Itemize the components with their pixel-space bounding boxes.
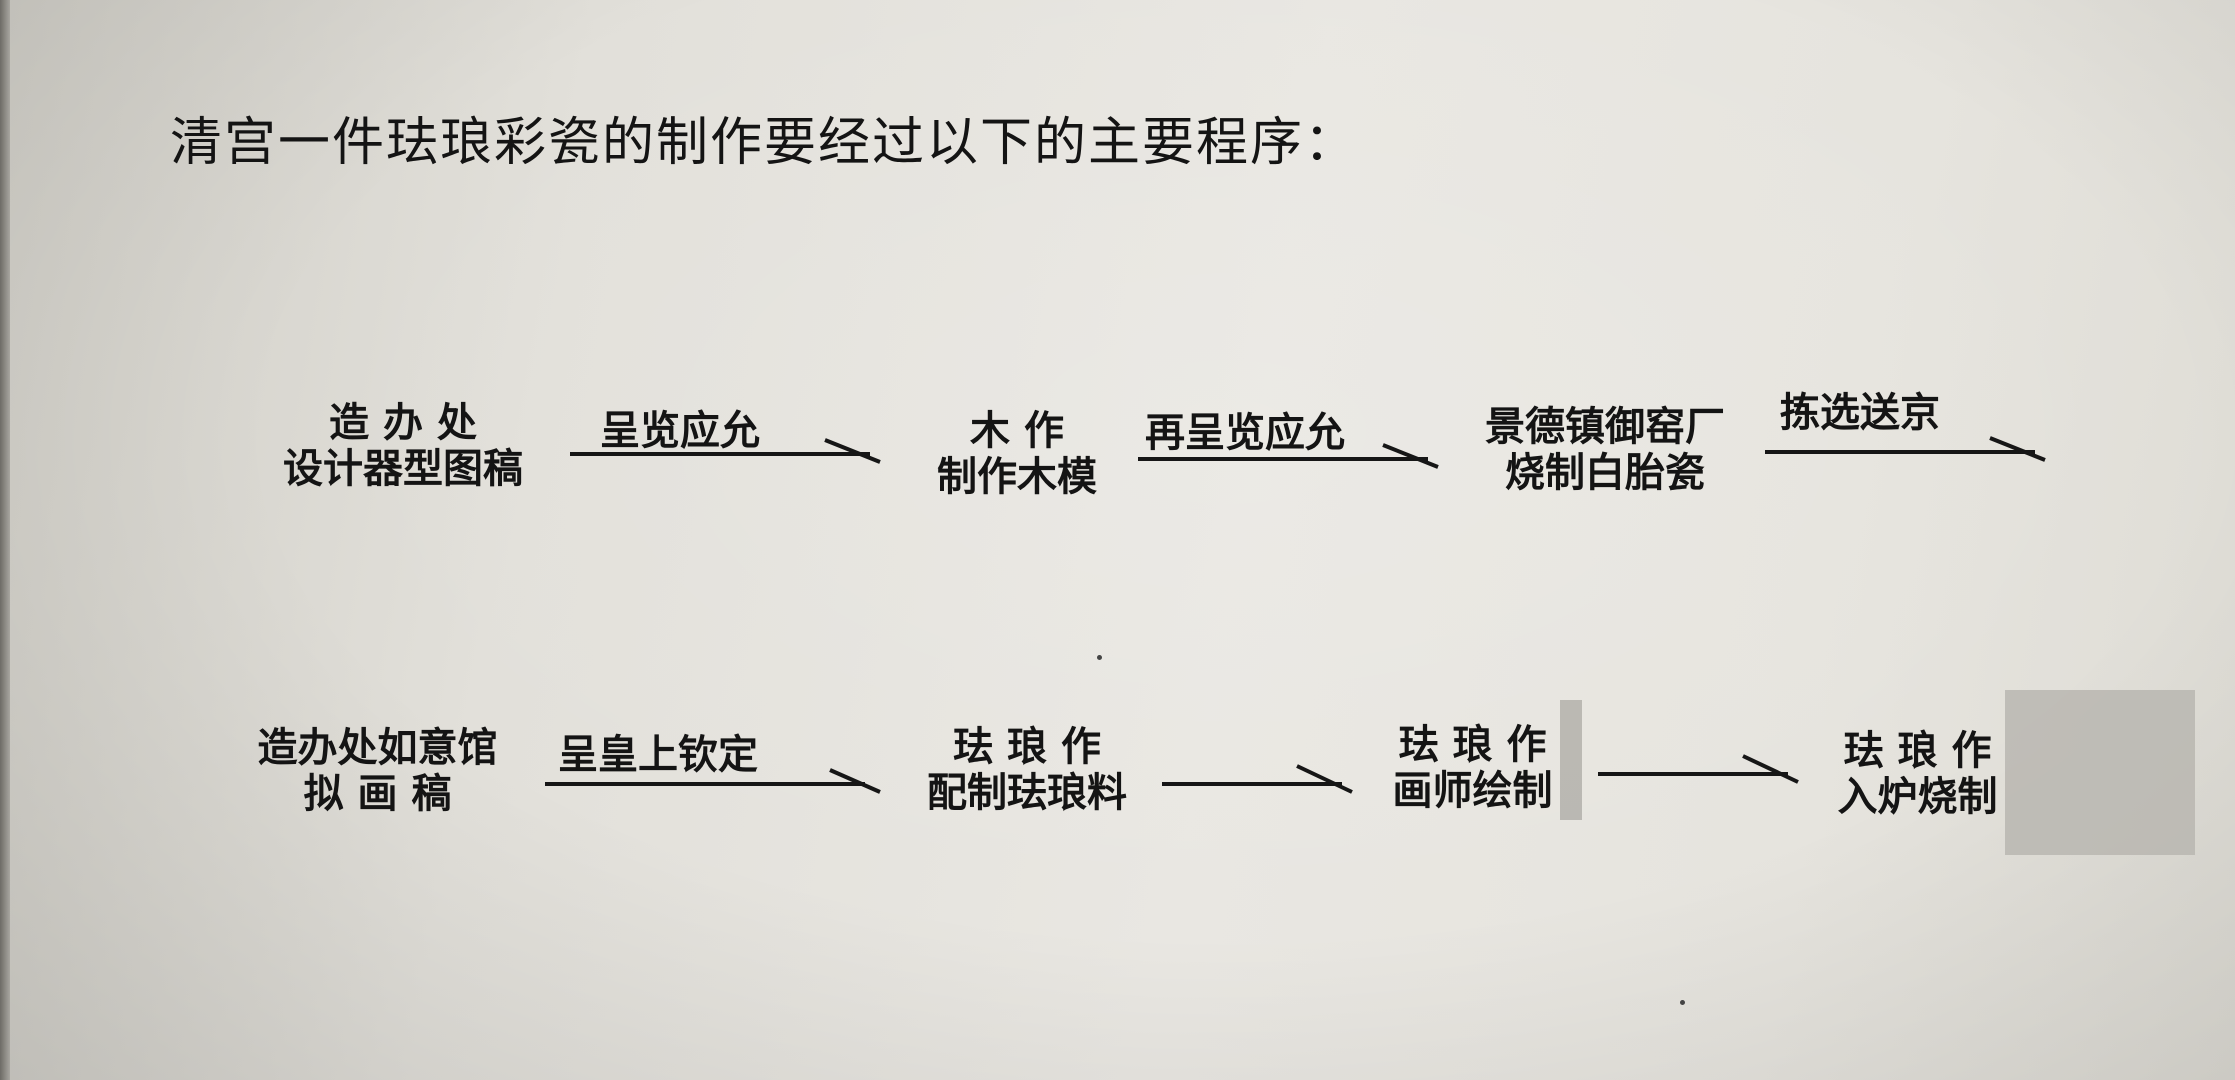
node-line-1: 造 办 处	[329, 400, 477, 446]
node-line-2: 制作木模	[937, 454, 1097, 500]
flow-arrow-4	[545, 768, 881, 794]
flow-node-painter: 珐 琅 作 画师绘制	[1380, 722, 1565, 814]
arrow-label-second-approval: 再呈览应允	[1145, 410, 1345, 456]
arrow-label-emperor-decision: 呈皇上钦定	[558, 732, 758, 778]
node-line-1: 珐 琅 作	[1843, 728, 1992, 774]
flow-node-white-porcelain: 景德镇御窑厂 烧制白胎瓷	[1470, 404, 1740, 496]
node-line-1: 珐 琅 作	[953, 724, 1101, 770]
node-line-2: 画师绘制	[1392, 768, 1553, 814]
flow-arrow-6	[1598, 754, 1799, 784]
flow-arrow-1	[570, 438, 881, 464]
arrow-label-send-capital: 拣选送京	[1780, 390, 1940, 436]
flow-node-enamel-mixing: 珐 琅 作 配制珐琅料	[912, 724, 1142, 816]
flow-node-draft-painting: 造办处如意馆 拟 画 稿	[250, 725, 505, 817]
flow-node-wood-model: 木 作 制作木模	[922, 408, 1112, 500]
node-line-2: 设计器型图稿	[283, 446, 523, 492]
flow-arrow-2	[1138, 443, 1439, 469]
node-line-1: 珐 琅 作	[1398, 722, 1547, 768]
node-line-2: 烧制白胎瓷	[1505, 450, 1705, 496]
node-line-1: 造办处如意馆	[257, 725, 498, 771]
node-line-2: 拟 画 稿	[303, 771, 452, 817]
arrow-label-approval: 呈览应允	[600, 408, 760, 454]
node-line-2: 配制珐琅料	[927, 770, 1127, 816]
page-edge-shadow	[0, 0, 10, 1080]
scan-shadow-patch	[2005, 690, 2195, 855]
node-line-2: 入炉烧制	[1837, 774, 1998, 820]
node-line-1: 景德镇御窑厂	[1485, 404, 1725, 450]
paper-speck	[1680, 1000, 1685, 1005]
page-heading: 清宫一件珐琅彩瓷的制作要经过以下的主要程序：	[170, 113, 1359, 173]
flow-node-kiln-firing: 珐 琅 作 入炉烧制	[1825, 728, 2010, 820]
paper-speck	[1097, 655, 1102, 660]
flow-arrow-5	[1162, 764, 1353, 794]
scan-smudge	[1560, 700, 1582, 820]
flow-arrow-3	[1765, 436, 2046, 462]
node-line-1: 木 作	[970, 408, 1064, 454]
flow-node-design-drawing: 造 办 处 设计器型图稿	[278, 400, 528, 492]
